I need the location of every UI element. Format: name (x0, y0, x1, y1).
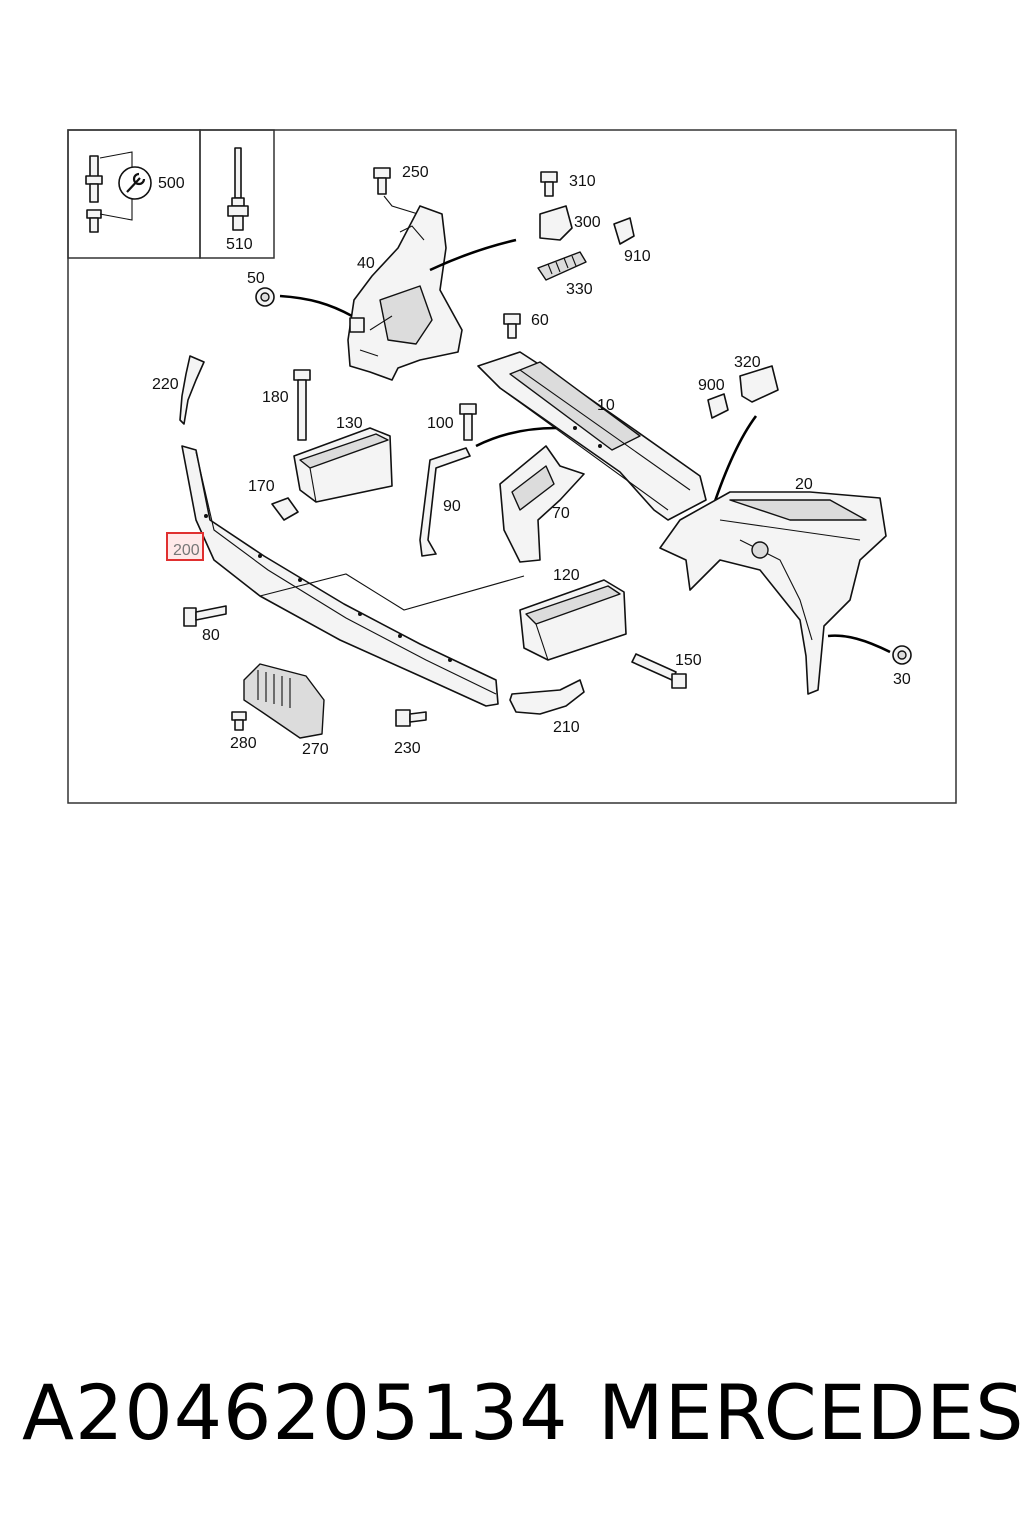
bolt-310 (540, 171, 558, 197)
callout-310: 310 (569, 173, 596, 190)
callout-220: 220 (152, 376, 179, 393)
clip-320 (739, 365, 779, 403)
callout-120: 120 (553, 567, 580, 584)
callout-300: 300 (574, 214, 601, 231)
callout-30: 30 (893, 671, 911, 688)
plate-170 (271, 497, 299, 521)
callout-210: 210 (553, 719, 580, 736)
callout-90: 90 (443, 498, 461, 515)
bolt-100 (459, 403, 557, 448)
parts-diagram: 500 510 250 310 300 910 330 40 50 60 220… (67, 129, 957, 804)
callout-330: 330 (566, 281, 593, 298)
callout-20: 20 (795, 476, 813, 493)
guide-270 (243, 663, 325, 739)
nut-50 (255, 287, 353, 318)
callout-270: 270 (302, 741, 329, 758)
callout-100: 100 (427, 415, 454, 432)
rod-90 (419, 447, 471, 557)
arrow-to-20 (710, 415, 758, 511)
bolt-180 (293, 369, 311, 441)
part-number: A2046205134 (22, 1368, 569, 1457)
legend-box-510 (199, 129, 275, 259)
bolt-510 (227, 147, 249, 231)
arrow-to-300 (429, 238, 517, 272)
grille-330 (537, 251, 587, 281)
bolt-80 (183, 605, 227, 627)
callout-910: 910 (624, 248, 651, 265)
side-frame-20 (659, 491, 887, 695)
highlight-box-200 (166, 532, 204, 561)
callout-50: 50 (247, 270, 265, 287)
callout-180: 180 (262, 389, 289, 406)
pad-910 (613, 217, 635, 245)
screw-280 (231, 711, 247, 731)
callout-60: 60 (531, 312, 549, 329)
nut-30 (827, 634, 912, 665)
callout-510: 510 (226, 236, 253, 253)
bolt-230 (395, 709, 427, 727)
callout-40: 40 (357, 255, 375, 272)
callout-10: 10 (597, 397, 615, 414)
footer-caption: A2046205134 MERCEDES (0, 1368, 1024, 1478)
bolt-250 (373, 167, 419, 215)
clip-300 (539, 205, 573, 241)
callout-900: 900 (698, 377, 725, 394)
absorber-130 (293, 427, 393, 503)
callout-170: 170 (248, 478, 275, 495)
callout-280: 280 (230, 735, 257, 752)
callout-80: 80 (202, 627, 220, 644)
callout-320: 320 (734, 354, 761, 371)
bracket-210 (509, 679, 585, 715)
bracket-220 (179, 355, 205, 425)
bumper-carrier-200 (181, 445, 499, 707)
pad-900 (707, 393, 729, 419)
callout-230: 230 (394, 740, 421, 757)
bracket-40 (347, 205, 463, 381)
callout-250: 250 (402, 164, 429, 181)
leader-120 (259, 573, 525, 611)
bolt-set-500 (85, 151, 152, 233)
callout-150: 150 (675, 652, 702, 669)
callout-130: 130 (336, 415, 363, 432)
brand-name: MERCEDES (598, 1368, 1024, 1457)
bracket-70 (499, 445, 585, 563)
bolt-60 (503, 313, 521, 339)
crossmember-10 (477, 351, 707, 521)
callout-70: 70 (552, 505, 570, 522)
bolt-150 (631, 653, 687, 689)
callout-500: 500 (158, 175, 185, 192)
absorber-120 (519, 579, 627, 661)
diagram-frame (67, 129, 957, 804)
callout-200: 200 (173, 542, 200, 559)
